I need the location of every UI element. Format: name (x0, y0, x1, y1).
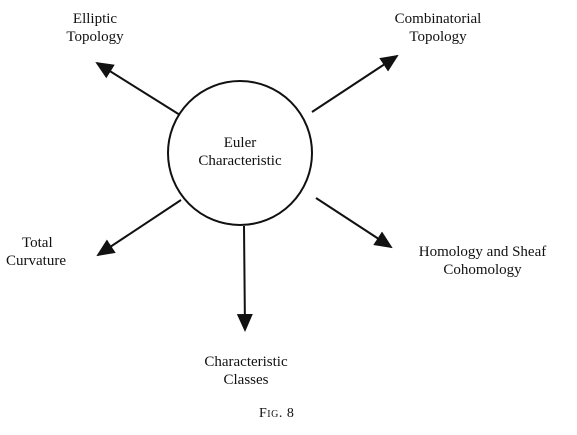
node-total-curvature-line2: Curvature (6, 253, 66, 269)
node-elliptic-topology: Elliptic Topology (40, 10, 150, 46)
node-homology-line2: Cohomology (443, 262, 522, 278)
arrow-to-characteristic-classes (236, 225, 253, 332)
arrow-to-elliptic-topology (95, 61, 181, 116)
node-homology-line1: Homology and Sheaf (418, 244, 547, 260)
arrow-to-combinatorial-topology (311, 54, 399, 113)
center-label-line2: Characteristic (198, 153, 282, 169)
arrow-to-homology-sheaf-cohomology (315, 197, 393, 249)
node-char-classes-line1: Characteristic (204, 354, 288, 370)
node-total-curvature: Total Curvature (6, 234, 96, 270)
node-char-classes-line2: Classes (223, 372, 269, 388)
center-label: Euler Characteristic (168, 134, 312, 170)
node-homology-sheaf-cohomology: Homology and Sheaf Cohomology (395, 243, 570, 279)
center-circle (167, 80, 313, 226)
node-characteristic-classes: Characteristic Classes (186, 353, 306, 389)
node-combinatorial-topology: Combinatorial Topology (368, 10, 508, 46)
node-combinatorial-line2: Topology (409, 29, 467, 45)
center-label-line1: Euler (223, 135, 257, 151)
node-elliptic-line1: Elliptic (72, 11, 118, 27)
node-total-curvature-line1: Total (22, 235, 53, 251)
node-combinatorial-line1: Combinatorial (394, 11, 482, 27)
figure-caption: Fig. 8 (259, 406, 295, 421)
arrow-to-total-curvature (96, 199, 182, 257)
node-elliptic-line2: Topology (66, 29, 124, 45)
